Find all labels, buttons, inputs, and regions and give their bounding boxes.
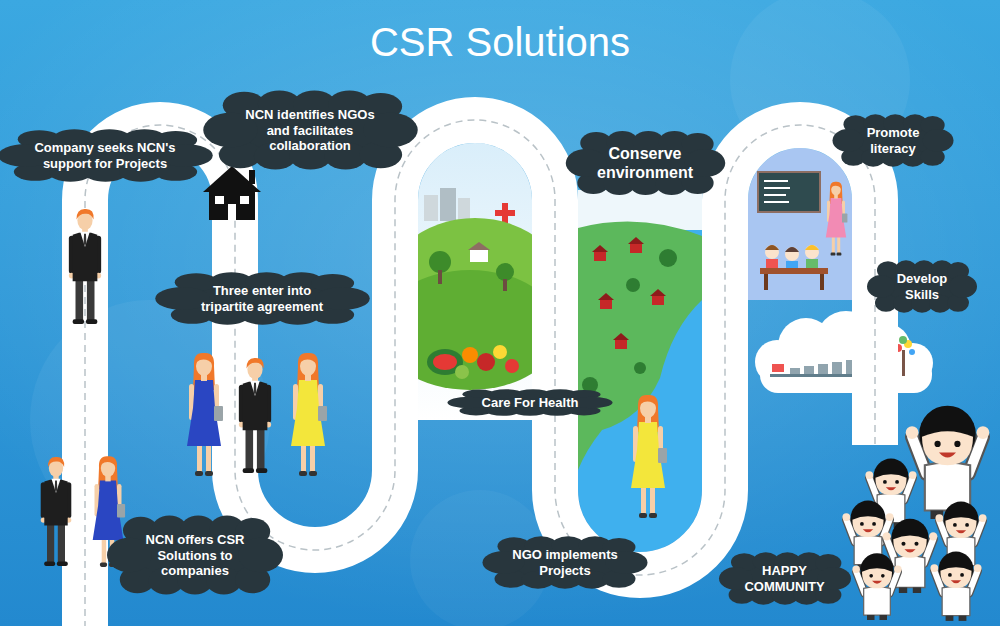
bubble-text: Promote literacy <box>851 116 935 156</box>
cloud-bubble: NCN offers CSR Solutions to companies <box>115 518 275 592</box>
bubble-text: NGO implements Projects <box>508 538 622 578</box>
cloud-shape <box>573 133 718 193</box>
bubble-text: NCN offers CSR Solutions to companies <box>134 518 256 579</box>
bubble-label: Develop Skills <box>884 271 960 302</box>
cloud-shape <box>165 274 360 323</box>
diagram-title: CSR Solutions <box>0 18 1000 66</box>
bubble-label: Conserve environment <box>590 144 700 182</box>
happy-kids <box>842 406 989 621</box>
cloud-bubble: Company seeks NCN's support for Projects <box>8 131 203 180</box>
bubble-text: Develop Skills <box>884 262 960 302</box>
cloud-bubble: HAPPY COMMUNITY <box>725 554 845 603</box>
environment-scene <box>578 180 702 560</box>
bubble-label: HAPPY COMMUNITY <box>739 563 830 594</box>
cloud-bubble: Three enter into tripartite agreement <box>165 274 360 323</box>
bubble-label: NGO implements Projects <box>508 547 622 578</box>
bubble-label: Promote literacy <box>851 125 935 156</box>
cloud-bubble: Develop Skills <box>872 262 972 311</box>
cloud-shape <box>838 116 948 165</box>
bubble-label: Company seeks NCN's support for Projects <box>31 140 179 171</box>
literacy-scene <box>748 148 852 300</box>
bubble-label: Three enter into tripartite agreement <box>188 283 336 314</box>
people <box>41 209 667 567</box>
cloud-bubble: NCN identifies NGOs and facilitates coll… <box>213 93 408 167</box>
road <box>85 120 875 626</box>
cloud-bubble: Care For Health <box>455 390 605 415</box>
cloud-bubble: Conserve environment <box>573 133 718 193</box>
cloud-shape <box>725 554 845 603</box>
bubble-label: NCN identifies NGOs and facilitates coll… <box>236 107 384 154</box>
cloud-shape <box>490 538 640 587</box>
bubble-text: Three enter into tripartite agreement <box>188 274 336 314</box>
cloud-bubble: Promote literacy <box>838 116 948 165</box>
bubble-text: HAPPY COMMUNITY <box>739 554 830 594</box>
bubble-text: NCN identifies NGOs and facilitates coll… <box>236 93 384 154</box>
cloud-shape <box>8 131 203 180</box>
skills-cloud <box>755 311 933 393</box>
bubble-text: Conserve environment <box>590 133 700 182</box>
cloud-shape <box>872 262 972 311</box>
house-icon <box>203 166 261 220</box>
bubble-label: Care For Health <box>473 395 587 411</box>
bubble-label: NCN offers CSR Solutions to companies <box>134 532 256 579</box>
bubble-text: Company seeks NCN's support for Projects <box>31 131 179 171</box>
cloud-bubble: NGO implements Projects <box>490 538 640 587</box>
bubble-text: Care For Health <box>473 390 587 411</box>
